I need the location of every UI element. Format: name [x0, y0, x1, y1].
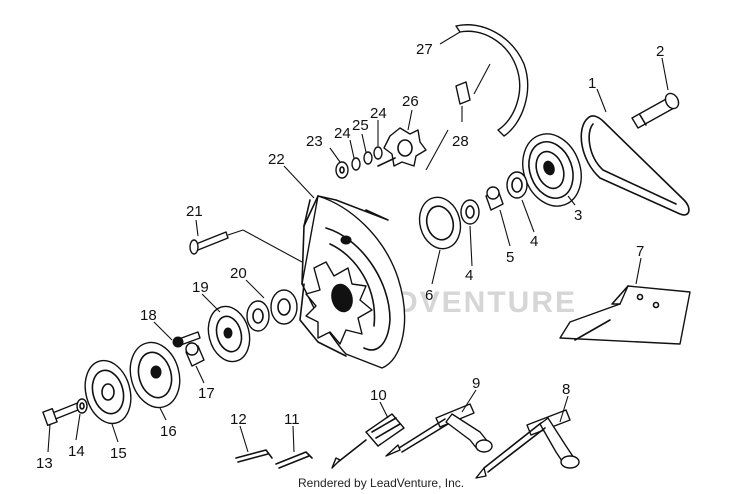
part-label-19: 19 [192, 279, 209, 296]
part-label-12: 12 [230, 411, 247, 428]
deflector-band [455, 24, 529, 137]
part-label-24a: 24 [334, 125, 351, 142]
bushing [185, 342, 205, 367]
part-label-8: 8 [562, 381, 570, 398]
large-washer [418, 196, 462, 250]
bearing-left [460, 199, 480, 225]
pulley [522, 133, 582, 207]
credit-text: Rendered by LeadVenture, Inc. [298, 476, 464, 490]
part-label-28: 28 [452, 133, 469, 150]
part-label-15: 15 [110, 445, 127, 462]
part-label-23: 23 [306, 133, 323, 150]
t-wrench-small [385, 403, 493, 457]
part-label-6: 6 [425, 287, 433, 304]
hub-flange [207, 305, 251, 363]
part-label-14: 14 [68, 443, 85, 460]
carriage-bolt [189, 229, 303, 263]
part-label-5: 5 [506, 249, 514, 266]
clip-tag [455, 81, 471, 105]
part-label-17: 17 [198, 385, 215, 402]
washer-small [76, 398, 88, 414]
part-label-11: 11 [284, 411, 300, 428]
bearing-right [506, 171, 528, 199]
part-label-3: 3 [574, 207, 582, 224]
part-label-10: 10 [370, 387, 387, 404]
part-label-20: 20 [230, 265, 247, 282]
part-label-7: 7 [636, 243, 644, 260]
disc-outer [84, 359, 132, 425]
hex-key-right [275, 451, 313, 469]
scraper-blade [559, 285, 691, 345]
washer-pair [246, 289, 298, 332]
part-label-4a: 4 [530, 233, 538, 250]
part-label-21: 21 [186, 203, 203, 220]
drive-belt [580, 115, 690, 216]
auger-housing [299, 195, 406, 369]
flat-washer [335, 161, 349, 179]
part-label-4b: 4 [465, 267, 473, 284]
hex-key-left [235, 449, 273, 463]
part-label-24b: 24 [370, 105, 387, 122]
part-label-9: 9 [472, 375, 480, 392]
part-label-27: 27 [416, 41, 433, 58]
part-label-25: 25 [352, 117, 369, 134]
part-label-26: 26 [402, 93, 419, 110]
pin-part [631, 92, 680, 129]
part-label-1: 1 [588, 75, 596, 92]
leader-lines [47, 31, 669, 453]
washer-stack [351, 146, 383, 171]
t-wrench-large [475, 409, 580, 479]
spacer [485, 186, 504, 211]
part-label-13: 13 [36, 455, 53, 472]
bolt-hub [172, 331, 201, 348]
part-labels: 1 2 3 4 5 4 6 7 8 9 10 11 12 13 14 15 16… [36, 41, 664, 472]
part-label-2: 2 [656, 43, 664, 60]
part-label-16: 16 [160, 423, 177, 440]
disc-hub [129, 341, 181, 409]
part-label-18: 18 [140, 307, 157, 324]
screwdriver [331, 413, 405, 469]
part-label-22: 22 [268, 151, 285, 168]
star-knob [377, 127, 427, 167]
